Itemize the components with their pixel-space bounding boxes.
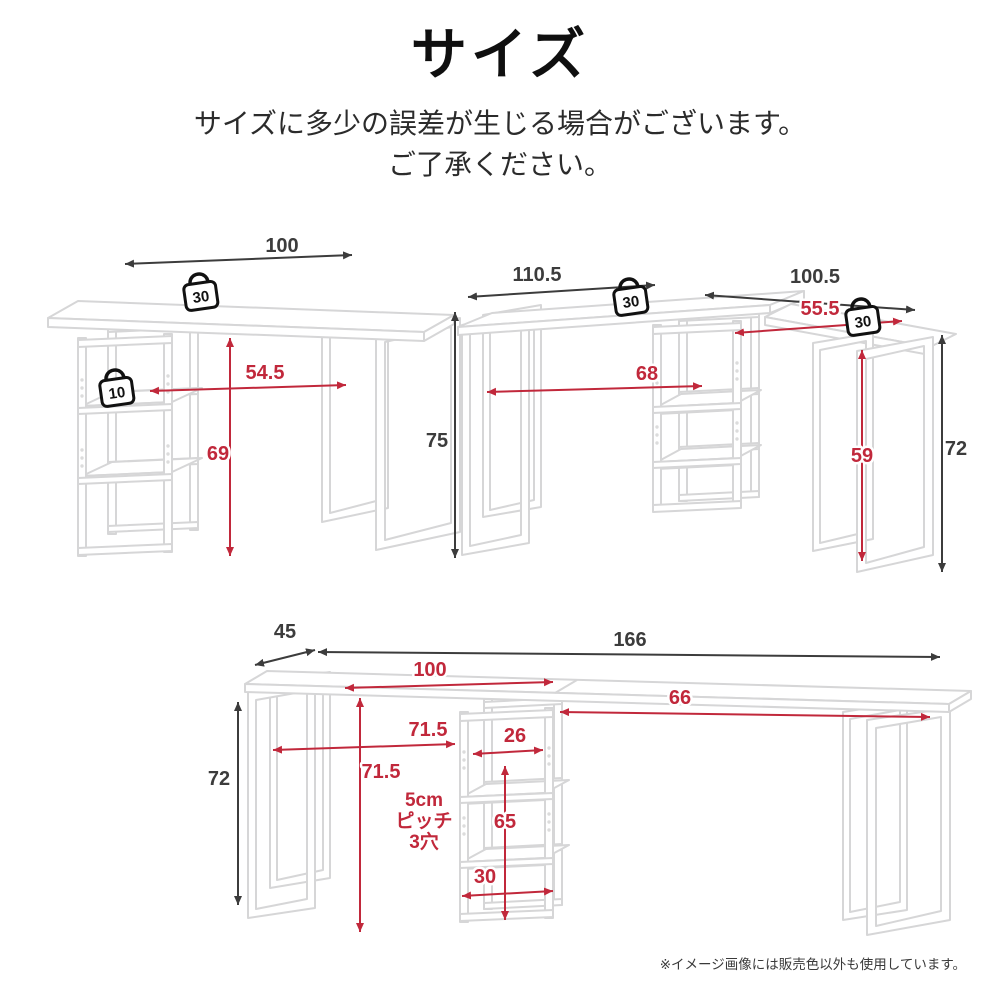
dim-desk2-right-width-label: 100.5 — [790, 266, 840, 288]
desk-long-diagram: 45 166 100 66 71.5 26 71.5 72 — [205, 619, 972, 936]
dim-desk2-left-width: 110.5 — [467, 262, 656, 301]
dim-desk2-height-left-label: 75 — [426, 430, 448, 452]
dim-desk2-height-left: 75 — [423, 312, 459, 558]
dim-desk1-clearance-width-label: 54.5 — [246, 362, 285, 384]
dim-desk1-clearance-height-label: 69 — [207, 443, 229, 465]
dim-desk3-height: 72 — [205, 702, 242, 905]
dim-desk3-shelf-width: 26 — [472, 723, 544, 758]
dim-desk1-clearance-width: 54.5 — [149, 360, 347, 395]
desk-single-drawing — [47, 300, 461, 557]
dim-desk2-right-width: 100.5 — [704, 264, 916, 314]
desk-l-drawing — [457, 290, 957, 573]
desk-single-diagram: 100 30 10 54.5 69 — [47, 233, 461, 557]
dim-desk2-left-width-label: 110.5 — [513, 264, 562, 286]
dim-desk1-top-width: 100 — [124, 233, 353, 268]
dim-desk2-clearance-width: 68 — [486, 361, 703, 396]
shelf-pitch-note: 5cm ピッチ 3穴 — [393, 788, 454, 855]
size-disclaimer-line1: サイズに多少の誤差が生じる場合がございます。 — [193, 108, 807, 139]
load-capacity-icon-top: 30 — [180, 270, 221, 313]
desk-l-diagram: 110.5 100.5 55.5 30 30 68 75 59 — [423, 262, 970, 573]
dim-desk3-total-width-label: 166 — [613, 629, 646, 651]
dim-desk3-shelf-depth: 30 — [461, 864, 554, 900]
image-usage-footnote: ※イメージ画像には販売色以外も使用しています。 — [659, 957, 966, 972]
load-capacity-top-label: 30 — [192, 288, 211, 307]
shelf-pitch-line2: ピッチ — [395, 810, 452, 832]
load-capacity-icon-left: 30 — [610, 275, 651, 318]
dim-desk2-clearance-width-label: 68 — [636, 363, 658, 385]
dim-desk3-right-section: 66 — [559, 685, 931, 721]
dim-desk3-left-section-label: 100 — [413, 659, 446, 681]
dim-desk3-clearance-width-label: 71.5 — [409, 719, 448, 741]
load-capacity-right-label: 30 — [854, 313, 873, 332]
dim-desk1-clearance-height: 69 — [204, 338, 234, 556]
dim-desk2-right-depth: 55.5 — [734, 296, 903, 337]
dim-desk2-clearance-height-label: 59 — [851, 445, 873, 467]
dim-desk3-depth: 45 — [254, 619, 316, 667]
dim-desk1-top-width-label: 100 — [265, 235, 298, 257]
dim-desk2-height-right: 72 — [938, 335, 970, 572]
dim-desk3-shelf-height-label: 65 — [494, 811, 516, 833]
size-disclaimer-line2: ご了承ください。 — [387, 148, 612, 180]
dim-desk2-right-depth-label: 55.5 — [801, 298, 840, 320]
shelf-pitch-line3: 3穴 — [409, 830, 439, 853]
size-disclaimer: サイズに多少の誤差が生じる場合がございます。 ご了承ください。 — [0, 104, 1000, 185]
load-capacity-icon-shelf: 10 — [96, 366, 137, 409]
dim-desk3-depth-label: 45 — [274, 621, 296, 643]
desk-long-drawing — [244, 670, 972, 936]
dim-desk2-clearance-height: 59 — [848, 350, 876, 561]
shelf-pitch-line1: 5cm — [405, 790, 443, 811]
load-capacity-icon-right: 30 — [842, 295, 883, 338]
load-capacity-shelf-label: 10 — [108, 384, 127, 403]
dim-desk3-clearance-height-label: 71.5 — [362, 761, 401, 783]
load-capacity-left-label: 30 — [622, 293, 641, 312]
dim-desk3-shelf-width-label: 26 — [504, 725, 526, 747]
dim-desk3-clearance-width: 71.5 — [272, 717, 456, 754]
dim-desk3-shelf-depth-label: 30 — [474, 866, 496, 888]
page-title: サイズ — [410, 23, 590, 86]
dim-desk3-height-label: 72 — [208, 768, 230, 790]
dim-desk3-left-section: 100 — [344, 657, 554, 692]
dim-desk2-height-right-label: 72 — [945, 438, 967, 460]
dim-desk3-clearance-height: 71.5 — [356, 698, 403, 932]
dim-desk3-total-width: 166 — [317, 627, 941, 661]
dim-desk3-right-section-label: 66 — [669, 687, 691, 709]
